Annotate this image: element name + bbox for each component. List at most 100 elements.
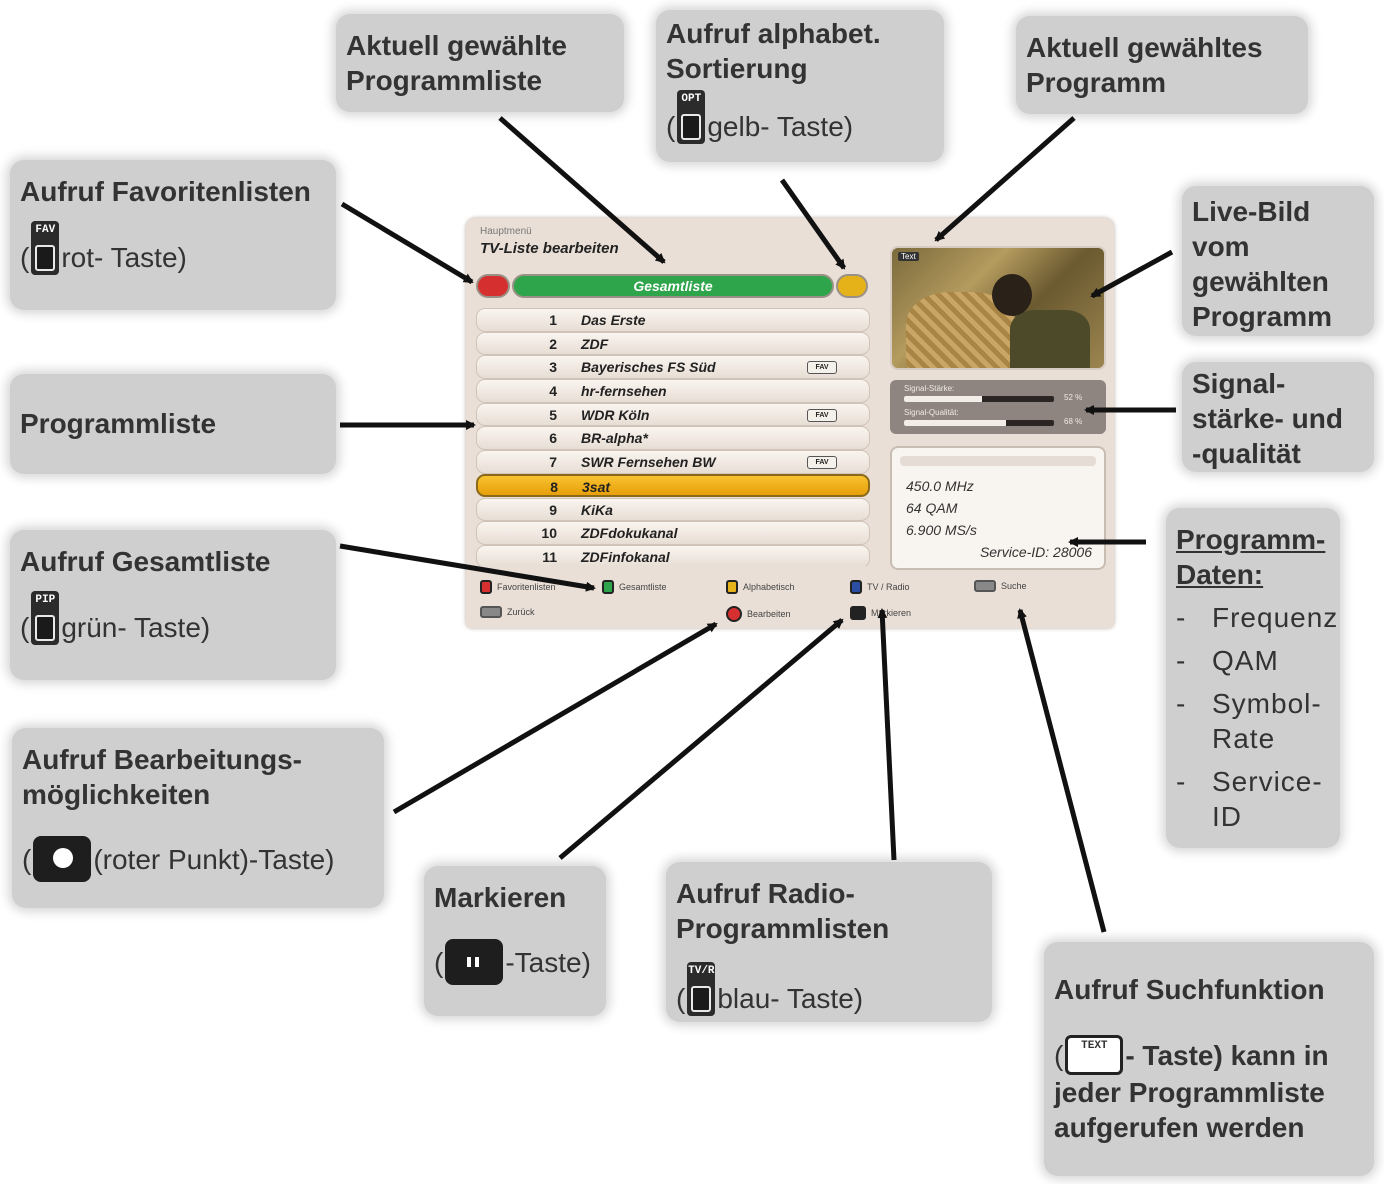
channel-name: ZDFinfokanal (581, 548, 670, 565)
signal-strength-bar (904, 396, 1054, 402)
channel-name: ZDFdokukanal (581, 525, 678, 542)
channel-name: KiKa (581, 501, 613, 518)
sort-button-yellow[interactable] (836, 274, 868, 298)
callout-aktuell-programmliste: Aktuell gewählte Programmliste (336, 14, 624, 112)
callout-line: Programmlisten (676, 913, 890, 944)
legend-bearbeiten: Bearbeiten (726, 606, 791, 622)
key-description: grün- Taste) (61, 612, 211, 643)
arrow-radio (877, 608, 897, 861)
channel-row[interactable]: 7 SWR Fernsehen BW FAV (476, 450, 870, 474)
channel-row[interactable]: 6 BR-alpha* (476, 426, 870, 450)
channel-name: hr-fernsehen (581, 383, 667, 400)
signal-strength-value: 52 % (1064, 393, 1083, 402)
callout-title: Programmliste (20, 408, 217, 439)
yellow-key-icon (726, 580, 738, 594)
channel-row[interactable]: 3 Bayerisches FS Süd FAV (476, 355, 870, 379)
data-item: -QAM (1176, 645, 1279, 676)
arrow-markieren (558, 618, 844, 860)
teletext-icon: Text (898, 252, 919, 261)
yellow-remote-key-icon: OPT (677, 90, 706, 144)
channel-number: 11 (542, 548, 557, 565)
key-description: rot- Taste) (61, 242, 187, 273)
callout-line: Programm (1026, 67, 1167, 98)
text-key-small-icon (974, 580, 996, 592)
green-key-icon (602, 580, 614, 594)
legend-favoriten: Favoritenlisten (480, 580, 556, 594)
callout-line: vom (1192, 231, 1250, 262)
favorites-button-red[interactable] (476, 274, 510, 298)
channel-number: 5 (549, 406, 557, 423)
blue-key-icon (850, 580, 862, 594)
legend-alphabetisch: Alphabetisch (726, 580, 795, 594)
channel-name: ZDF (581, 335, 609, 352)
callout-title: Markieren (434, 882, 567, 913)
channel-row[interactable]: 11 ZDFinfokanal (476, 544, 870, 566)
channel-row[interactable]: 10 ZDFdokukanal (476, 521, 870, 545)
callout-markieren: Markieren ( -Taste) (424, 866, 606, 1016)
callout-line: Signal- (1192, 368, 1286, 399)
callout-line: -qualität (1192, 438, 1301, 469)
qam-text: 64 QAM (906, 500, 958, 516)
page-title: TV-Liste bearbeiten (480, 240, 619, 257)
callout-title: Aufruf Gesamtliste (20, 546, 271, 577)
channel-number: 7 (549, 454, 557, 471)
callout-line: aufgerufen werden (1054, 1112, 1305, 1143)
pause-key-icon (445, 939, 504, 985)
key-description: gelb- Taste) (707, 111, 854, 142)
text-key-icon: TEXT (1065, 1035, 1124, 1075)
callout-line: Daten: (1176, 559, 1264, 590)
callout-line: Programmliste (346, 65, 543, 96)
channel-number: 6 (549, 430, 557, 447)
callout-line: jeder Programmliste (1054, 1077, 1325, 1108)
fav-badge-icon: FAV (807, 361, 837, 375)
callout-line: Live-Bild (1192, 196, 1311, 227)
live-preview: Text (890, 246, 1106, 370)
callout-aktuell-programm: Aktuell gewähltes Programm (1016, 16, 1308, 114)
current-list-button[interactable]: Gesamtliste (512, 274, 834, 298)
arrow-bearbeitung (392, 621, 718, 815)
callout-line: möglichkeiten (22, 779, 211, 810)
arrow-suche (1017, 608, 1107, 933)
callout-gesamtliste: Aufruf Gesamtliste ( PIP grün- Taste) (10, 530, 336, 680)
channel-name: BR-alpha* (581, 430, 648, 447)
signal-panel: Signal-Stärke: 52 % Signal-Qualität: 68 … (890, 380, 1106, 434)
callout-radio: Aufruf Radio- Programmlisten ( TV/R blau… (666, 862, 992, 1022)
green-remote-key-icon: PIP (31, 591, 60, 645)
callout-line: Aktuell gewählte (346, 30, 567, 61)
channel-row[interactable]: 5 WDR Köln FAV (476, 402, 870, 427)
channel-name: Bayerisches FS Süd (581, 359, 716, 376)
legend-zurueck: Zurück (480, 606, 535, 618)
data-item: -Service- ID (1176, 766, 1323, 832)
channel-name: WDR Köln (581, 406, 650, 423)
callout-line: gewählten (1192, 266, 1329, 297)
fav-badge-icon: FAV (807, 408, 837, 422)
channel-name: SWR Fernsehen BW (581, 454, 716, 471)
legend-suche: Suche (974, 580, 1027, 592)
breadcrumb: Hauptmenü (480, 226, 532, 237)
key-description: - Taste) kann in (1125, 1039, 1329, 1071)
symbol-rate-text: 6.900 MS/s (906, 522, 977, 538)
tv-list-screen: Hauptmenü TV-Liste bearbeiten Gesamtlist… (466, 218, 1114, 628)
callout-line: Aufruf Radio- (676, 878, 855, 909)
blue-remote-key-icon: TV/R (687, 962, 716, 1016)
channel-number: 10 (541, 525, 557, 542)
fav-badge-icon: FAV (807, 456, 837, 470)
callout-line: Aufruf alphabet. (666, 18, 881, 49)
callout-alphabet-sortierung: Aufruf alphabet. Sortierung ( OPT gelb- … (656, 10, 944, 162)
red-key-icon (480, 580, 492, 594)
signal-quality-label: Signal-Qualität: (904, 408, 959, 417)
callout-signal: Signal- stärke- und -qualität (1182, 362, 1374, 472)
signal-quality-value: 68 % (1064, 417, 1083, 426)
callout-line: stärke- und (1192, 403, 1343, 434)
channel-number: 3 (549, 359, 557, 376)
callout-line: Programm (1192, 301, 1333, 332)
pause-key-small-icon (850, 606, 866, 620)
channel-name: 3sat (582, 478, 611, 495)
callout-live-bild: Live-Bild vom gewählten Programm (1182, 186, 1374, 336)
